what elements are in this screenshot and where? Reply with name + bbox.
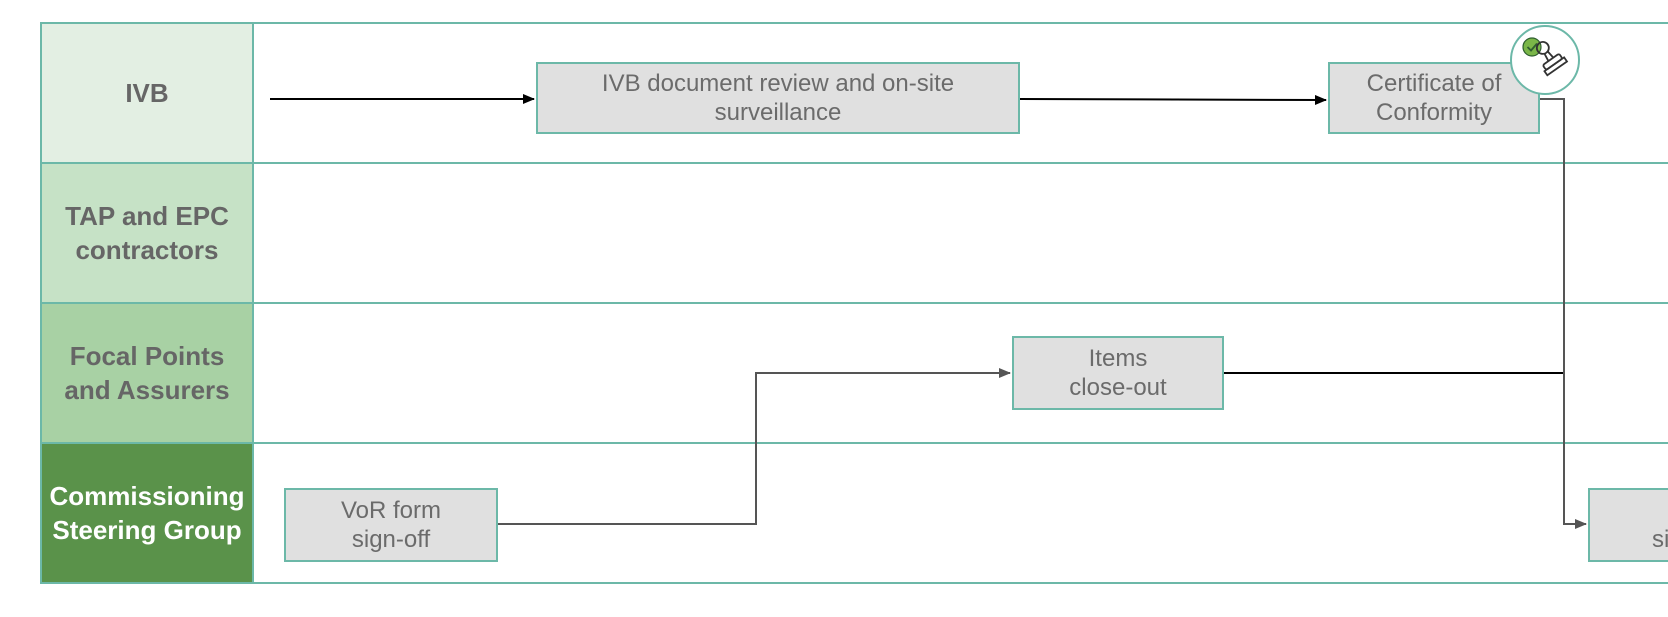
arrow-review-to-certificate (1019, 94, 1327, 105)
lane-label-ivb: IVB (40, 22, 254, 164)
ivb-review-text: IVB document review and on-site surveill… (601, 70, 955, 126)
items-closeout-text: Items close-out (1069, 345, 1167, 401)
lane-label-commissioning: Commissioning Steering Group (40, 442, 254, 584)
lane-label-text: TAP and EPC contractors (65, 201, 229, 265)
ivb-review-box: IVB document review and on-site surveill… (536, 62, 1020, 134)
lane-body-commissioning (252, 442, 1668, 584)
approval-stamp-icon (1510, 25, 1580, 95)
items-closeout-box: Items close-out (1012, 336, 1224, 410)
vor-signoff-text: VoR form sign-off (340, 497, 442, 553)
lane-label-text: IVB (125, 78, 169, 108)
certificate-box: Certificate of Conformity (1328, 62, 1540, 134)
signoff-box-clipped: si (1588, 488, 1668, 562)
certificate-text: Certificate of Conformity (1366, 70, 1502, 126)
lane-label-focal-points: Focal Points and Assurers (40, 302, 254, 444)
vor-signoff-box: VoR form sign-off (284, 488, 498, 562)
arrow-certificate-to-signoff (1540, 98, 1587, 529)
lane-label-text: Focal Points and Assurers (64, 341, 230, 405)
lane-label-text: Commissioning Steering Group (49, 481, 245, 545)
arrow-vor-to-items (498, 368, 1011, 525)
signoff-clipped-text: si (1652, 525, 1668, 553)
